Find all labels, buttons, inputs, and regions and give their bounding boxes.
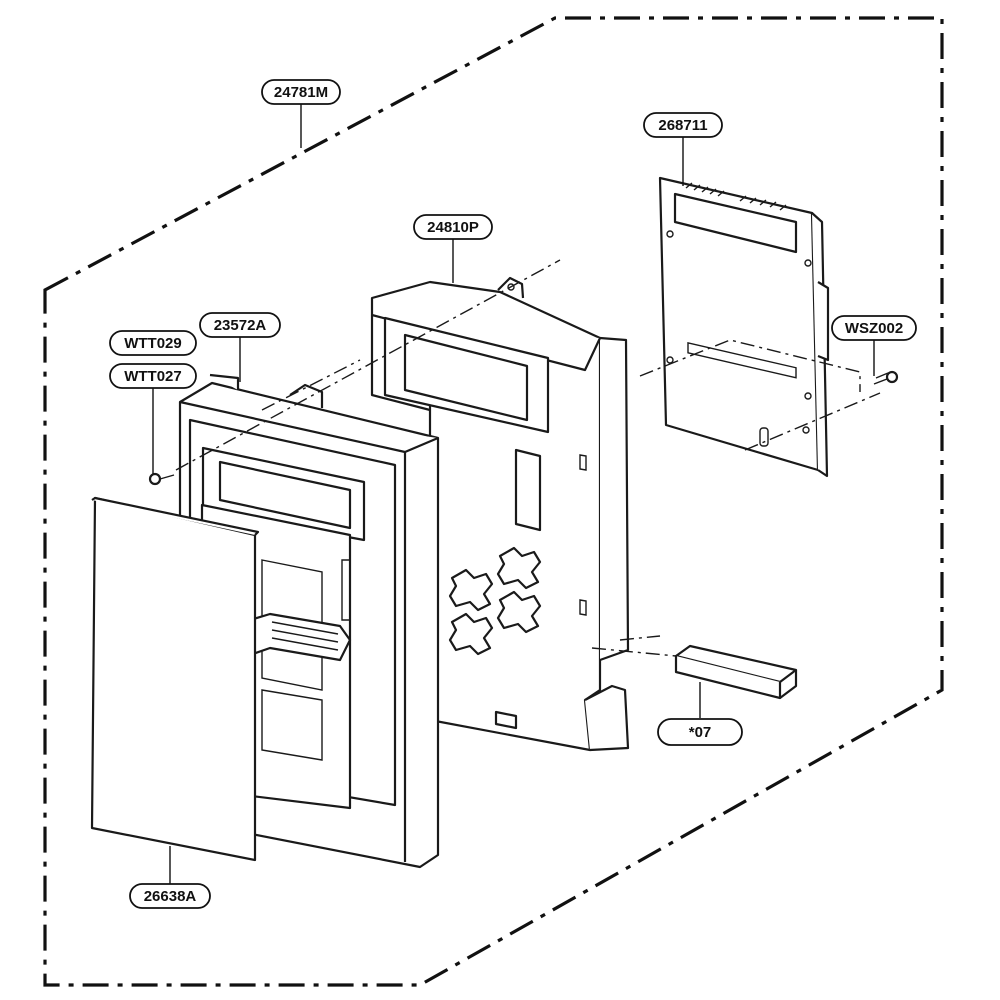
alignment-guides	[175, 259, 677, 657]
callout-label: 24810P	[427, 219, 479, 236]
leader-lines	[152, 103, 875, 884]
callout-26638A: 26638A	[129, 883, 211, 909]
callout-label: 24781M	[274, 84, 328, 101]
door-cover-part	[90, 496, 260, 862]
callout-label: WTT029	[124, 335, 182, 352]
callout-24810P: 24810P	[413, 214, 493, 240]
callout-label: 268711	[658, 117, 707, 134]
part-07	[674, 644, 798, 700]
wsz002-screw	[873, 370, 899, 385]
callout-label: 23572A	[214, 317, 267, 334]
callout-label: WSZ002	[845, 320, 903, 337]
callout-24781M: 24781M	[261, 79, 341, 105]
circuit-board-part	[658, 176, 830, 478]
callout-23572A: 23572A	[199, 312, 281, 338]
callout-WTT029: WTT029	[109, 330, 197, 356]
assembly-boundary	[43, 16, 944, 987]
wtt027-screw	[148, 472, 175, 486]
callout-label: *07	[689, 724, 712, 741]
board-guide-dashes	[639, 339, 881, 451]
callout-label: 26638A	[144, 888, 197, 905]
callout-label: WTT027	[124, 368, 182, 385]
callout-WSZ002: WSZ002	[831, 315, 917, 341]
callout-268711: 268711	[643, 112, 723, 138]
bracket-part	[370, 276, 630, 752]
callout-WTT027: WTT027	[109, 363, 197, 389]
callout-07: *07	[657, 718, 743, 746]
